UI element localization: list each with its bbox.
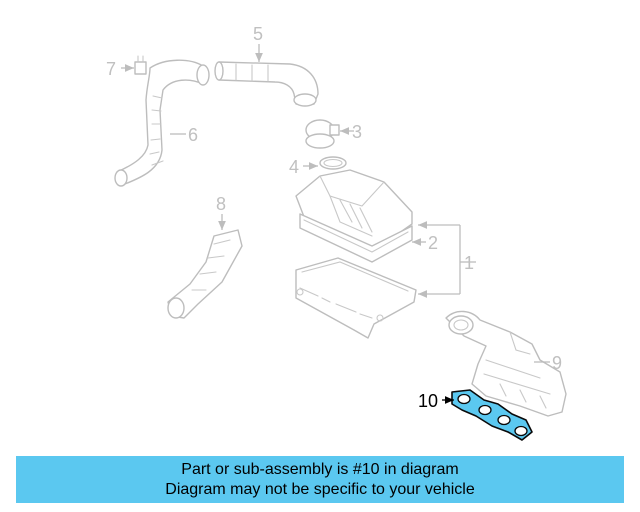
part-9-intake-manifold: 9 — [445, 310, 567, 417]
part-1-bracket: 1 — [418, 221, 476, 298]
callout-5: 5 — [253, 24, 263, 44]
callout-1: 1 — [464, 253, 474, 273]
callout-8: 8 — [216, 194, 226, 214]
part-7-clip: 7 — [106, 55, 147, 79]
banner-line-1: Part or sub-assembly is #10 in diagram — [181, 461, 459, 478]
parts-diagram: 7 6 5 3 4 — [106, 24, 567, 441]
callout-2: 2 — [428, 233, 438, 253]
callout-7: 7 — [106, 59, 116, 79]
callout-3: 3 — [352, 122, 362, 142]
banner-line-2: Diagram may not be specific to your vehi… — [165, 481, 475, 498]
part-6-intake-hose: 6 — [114, 59, 210, 187]
part-8-duct: 8 — [167, 194, 243, 319]
callout-9: 9 — [552, 353, 562, 373]
part-3-sensor: 3 — [305, 119, 362, 149]
callout-10: 10 — [418, 391, 438, 411]
info-banner: Part or sub-assembly is #10 in diagram D… — [16, 456, 624, 503]
callout-6: 6 — [188, 125, 198, 145]
callout-4: 4 — [289, 157, 299, 177]
part-4-o-ring: 4 — [289, 156, 347, 177]
part-1-lower-housing — [295, 257, 417, 339]
part-5-air-duct: 5 — [214, 24, 319, 107]
part-2-filter-housing-top: 2 — [295, 169, 438, 263]
part-10-gasket: 10 — [418, 389, 533, 441]
